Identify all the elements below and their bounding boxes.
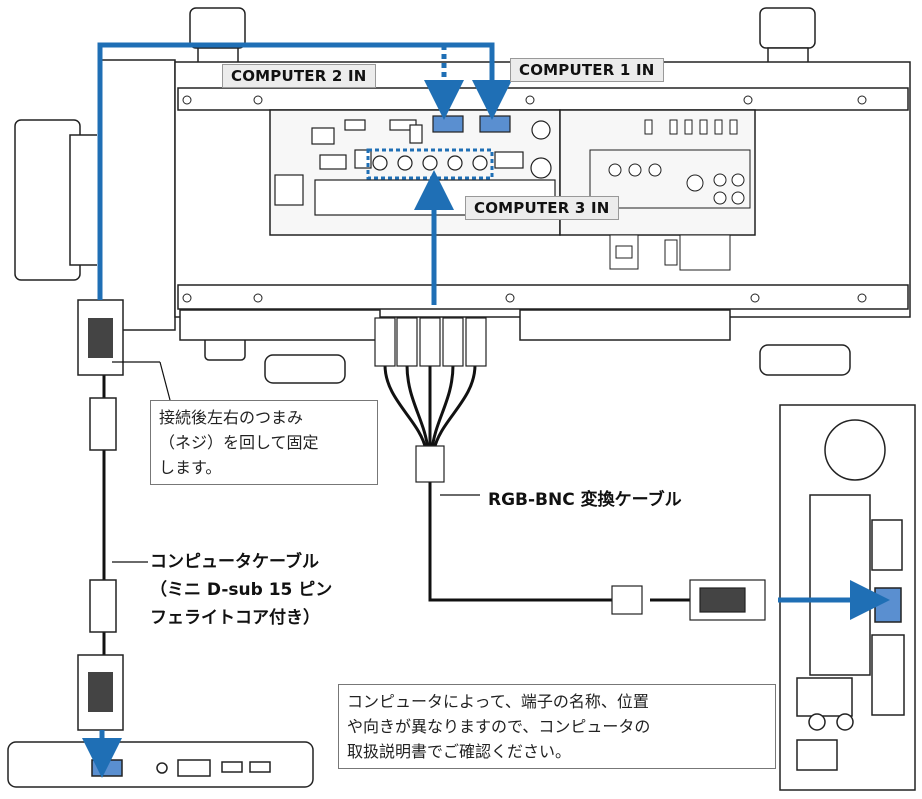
vga-plug-top-grip bbox=[88, 318, 113, 358]
s-video-port bbox=[531, 158, 551, 178]
bottom-rail bbox=[178, 285, 908, 309]
bnc-v-port bbox=[473, 156, 487, 170]
pc-fan bbox=[825, 420, 885, 480]
foot-knob bbox=[265, 355, 345, 383]
lower-tray-right bbox=[520, 310, 730, 340]
computer-note: コンピュータによって、端子の名称、位置 や向きが異なりますので、コンピュータの … bbox=[338, 684, 776, 769]
computer-note-line1: コンピュータによって、端子の名称、位置 bbox=[347, 689, 767, 714]
bnc-r-port bbox=[373, 156, 387, 170]
computer-1-port bbox=[480, 116, 510, 132]
laptop-lan-port bbox=[178, 760, 210, 776]
bnc-h-port bbox=[448, 156, 462, 170]
pc-parallel-port bbox=[872, 635, 904, 715]
laptop-vga-port bbox=[92, 760, 122, 776]
projector-side bbox=[100, 60, 175, 330]
computer-cable-label-line2: （ミニ D-sub 15 ピン bbox=[150, 575, 332, 600]
computer-note-line3: 取扱説明書でご確認ください。 bbox=[347, 739, 767, 764]
pc-slots bbox=[810, 495, 870, 675]
bnc-ferrite bbox=[612, 586, 642, 614]
laptop-usb-2 bbox=[250, 762, 270, 772]
laptop bbox=[8, 742, 313, 787]
foot-right bbox=[760, 345, 850, 375]
screw-note-line3: します。 bbox=[159, 455, 369, 480]
top-rail bbox=[178, 88, 908, 110]
bnc-junction bbox=[416, 446, 444, 482]
computer-note-line2: や向きが異なりますので、コンピュータの bbox=[347, 714, 767, 739]
lan-port bbox=[312, 128, 334, 144]
bnc-g-port bbox=[398, 156, 412, 170]
usb-port bbox=[410, 125, 422, 143]
video-in-port bbox=[532, 121, 550, 139]
ferrite-core-top bbox=[90, 398, 116, 450]
kensington-slot bbox=[275, 175, 303, 205]
screw-note-line1: 接続後左右のつまみ bbox=[159, 405, 369, 430]
hdmi-port bbox=[345, 120, 365, 130]
laptop-usb-1 bbox=[222, 762, 242, 772]
ferrite-core-bottom bbox=[90, 580, 116, 632]
pc-vga-port bbox=[875, 588, 901, 622]
top-knob-left bbox=[190, 8, 245, 48]
monitor-out-port bbox=[495, 152, 523, 168]
rgb-bnc-cable-label: RGB-BNC 変換ケーブル bbox=[488, 485, 682, 510]
pc-vga-top bbox=[872, 520, 902, 570]
pc-power-inlet bbox=[797, 740, 837, 770]
top-knob-right bbox=[760, 8, 815, 48]
screw-note: 接続後左右のつまみ （ネジ）を回して固定 します。 bbox=[150, 400, 378, 485]
bnc-plugs bbox=[375, 318, 765, 620]
laptop-audio-port bbox=[157, 763, 167, 773]
computer-1-label: COMPUTER 1 IN bbox=[510, 58, 664, 82]
computer-cable-label-line1: コンピュータケーブル bbox=[150, 547, 319, 572]
computer-3-label: COMPUTER 3 IN bbox=[465, 196, 619, 220]
computer-cable-label-line3: フェライトコア付き） bbox=[150, 603, 320, 628]
computer-2-port bbox=[433, 116, 463, 132]
computer-2-label: COMPUTER 2 IN bbox=[222, 64, 376, 88]
lower-tray-left bbox=[180, 310, 380, 340]
pc-usb-block bbox=[797, 678, 852, 716]
bnc-b-port bbox=[423, 156, 437, 170]
pc-control-port bbox=[320, 155, 346, 169]
screw-note-line2: （ネジ）を回して固定 bbox=[159, 430, 369, 455]
